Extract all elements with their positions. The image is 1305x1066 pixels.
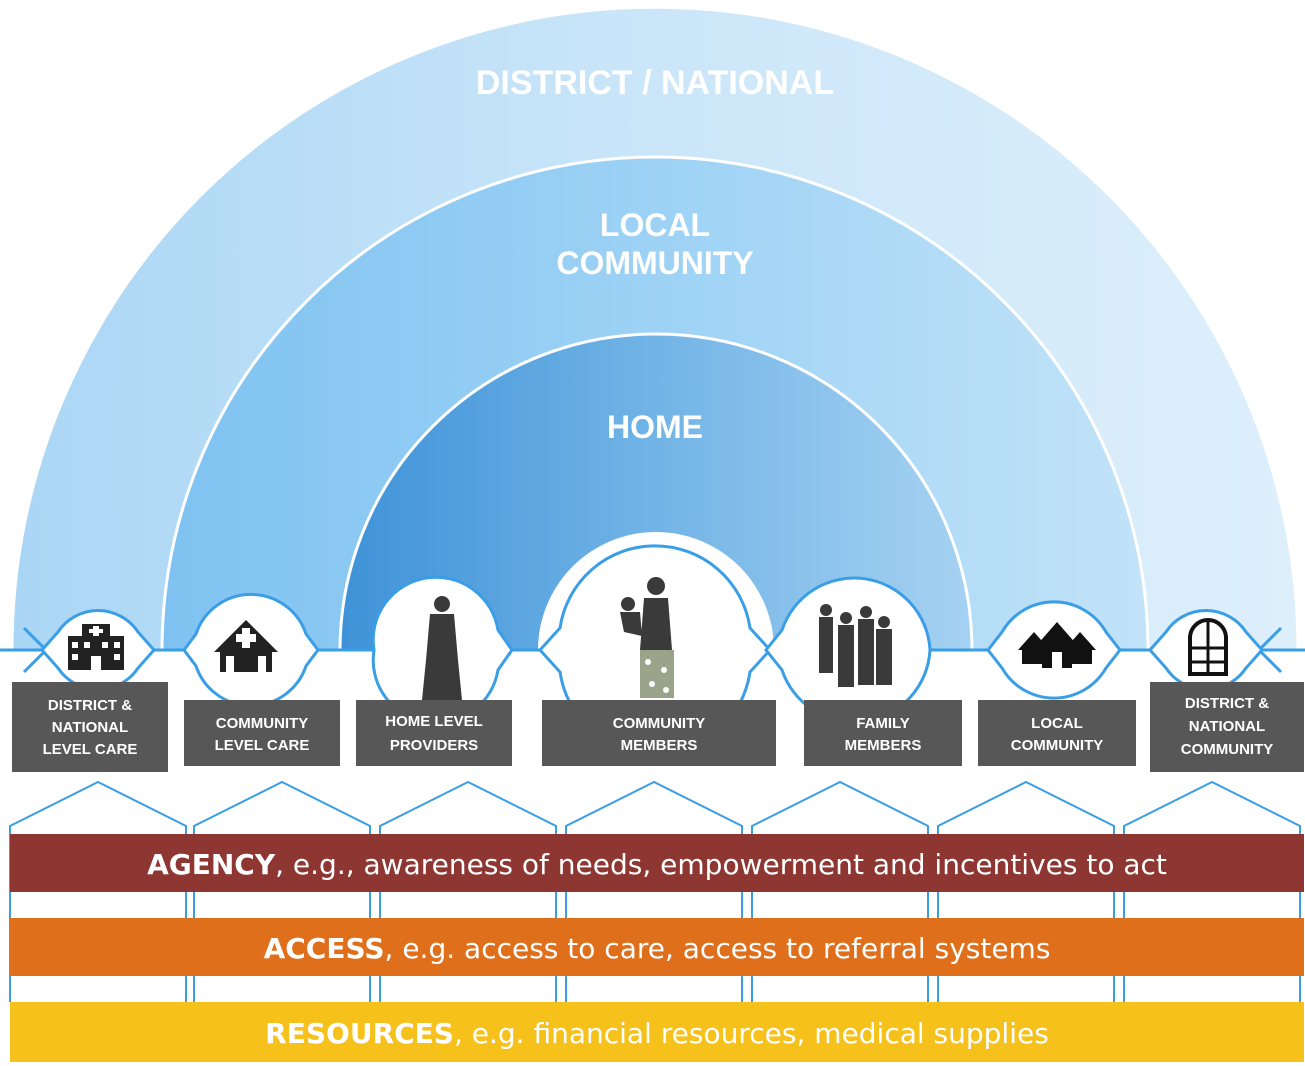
arc-label-community: COMMUNITY [556,245,753,281]
houses-icon [1018,622,1096,668]
label-box-local-community [978,700,1136,766]
arc-label-district-national: DISTRICT / NATIONAL [476,64,834,102]
node-label: MEMBERS [621,737,698,754]
node-label: HOME LEVEL [385,713,483,730]
clinic-icon [214,620,278,672]
node-label: LEVEL CARE [43,741,138,758]
label-box-community-members [542,700,776,766]
home-arc [338,332,974,652]
access-band [10,918,1304,976]
label-box-district-national-care [12,682,168,772]
node-label: FAMILY [856,715,910,732]
label-box-home-level-providers [356,700,512,766]
window-icon [1188,618,1228,676]
node-label: DISTRICT & [48,697,132,714]
agency-lead: AGENCY [147,848,276,881]
access-band-text: ACCESS, e.g. access to care, access to r… [264,932,1051,965]
node-label: LEVEL CARE [215,737,310,754]
node-label: LOCAL [1031,715,1083,732]
node-label: COMMUNITY [216,715,309,732]
label-box-district-national-community [1150,682,1304,772]
access-lead: ACCESS [264,932,385,965]
node-label: COMMUNITY [1181,741,1274,758]
node-label: NATIONAL [52,719,128,736]
node-label: DISTRICT & [1185,695,1269,712]
node-label: COMMUNITY [1011,737,1104,754]
label-box-community-level-care [184,700,340,766]
node-label: MEMBERS [845,737,922,754]
label-box-family-members [804,700,962,766]
node-local-community [986,600,1122,700]
node-community-level-care [182,592,320,708]
agency-band [10,834,1304,892]
arc-label-local: LOCAL [600,207,710,243]
resources-band-text: RESOURCES, e.g. financial resources, med… [265,1017,1049,1050]
agency-rest: , e.g., awareness of needs, empowerment … [275,848,1167,881]
node-family-members [764,576,932,724]
resources-band [10,1002,1304,1062]
node-label: PROVIDERS [390,737,478,754]
access-rest: , e.g. access to care, access to referra… [385,932,1051,965]
hospital-icon [68,624,124,670]
person-icon [422,596,462,700]
mother-child-icon [620,577,674,698]
resources-lead: RESOURCES [265,1017,454,1050]
agency-band-text: AGENCY, e.g., awareness of needs, empowe… [147,848,1167,881]
node-label: COMMUNITY [613,715,706,732]
node-label: NATIONAL [1189,718,1265,735]
arc-label-home: HOME [607,409,703,445]
resources-rest: , e.g. financial resources, medical supp… [454,1017,1049,1050]
family-icon [819,604,892,687]
